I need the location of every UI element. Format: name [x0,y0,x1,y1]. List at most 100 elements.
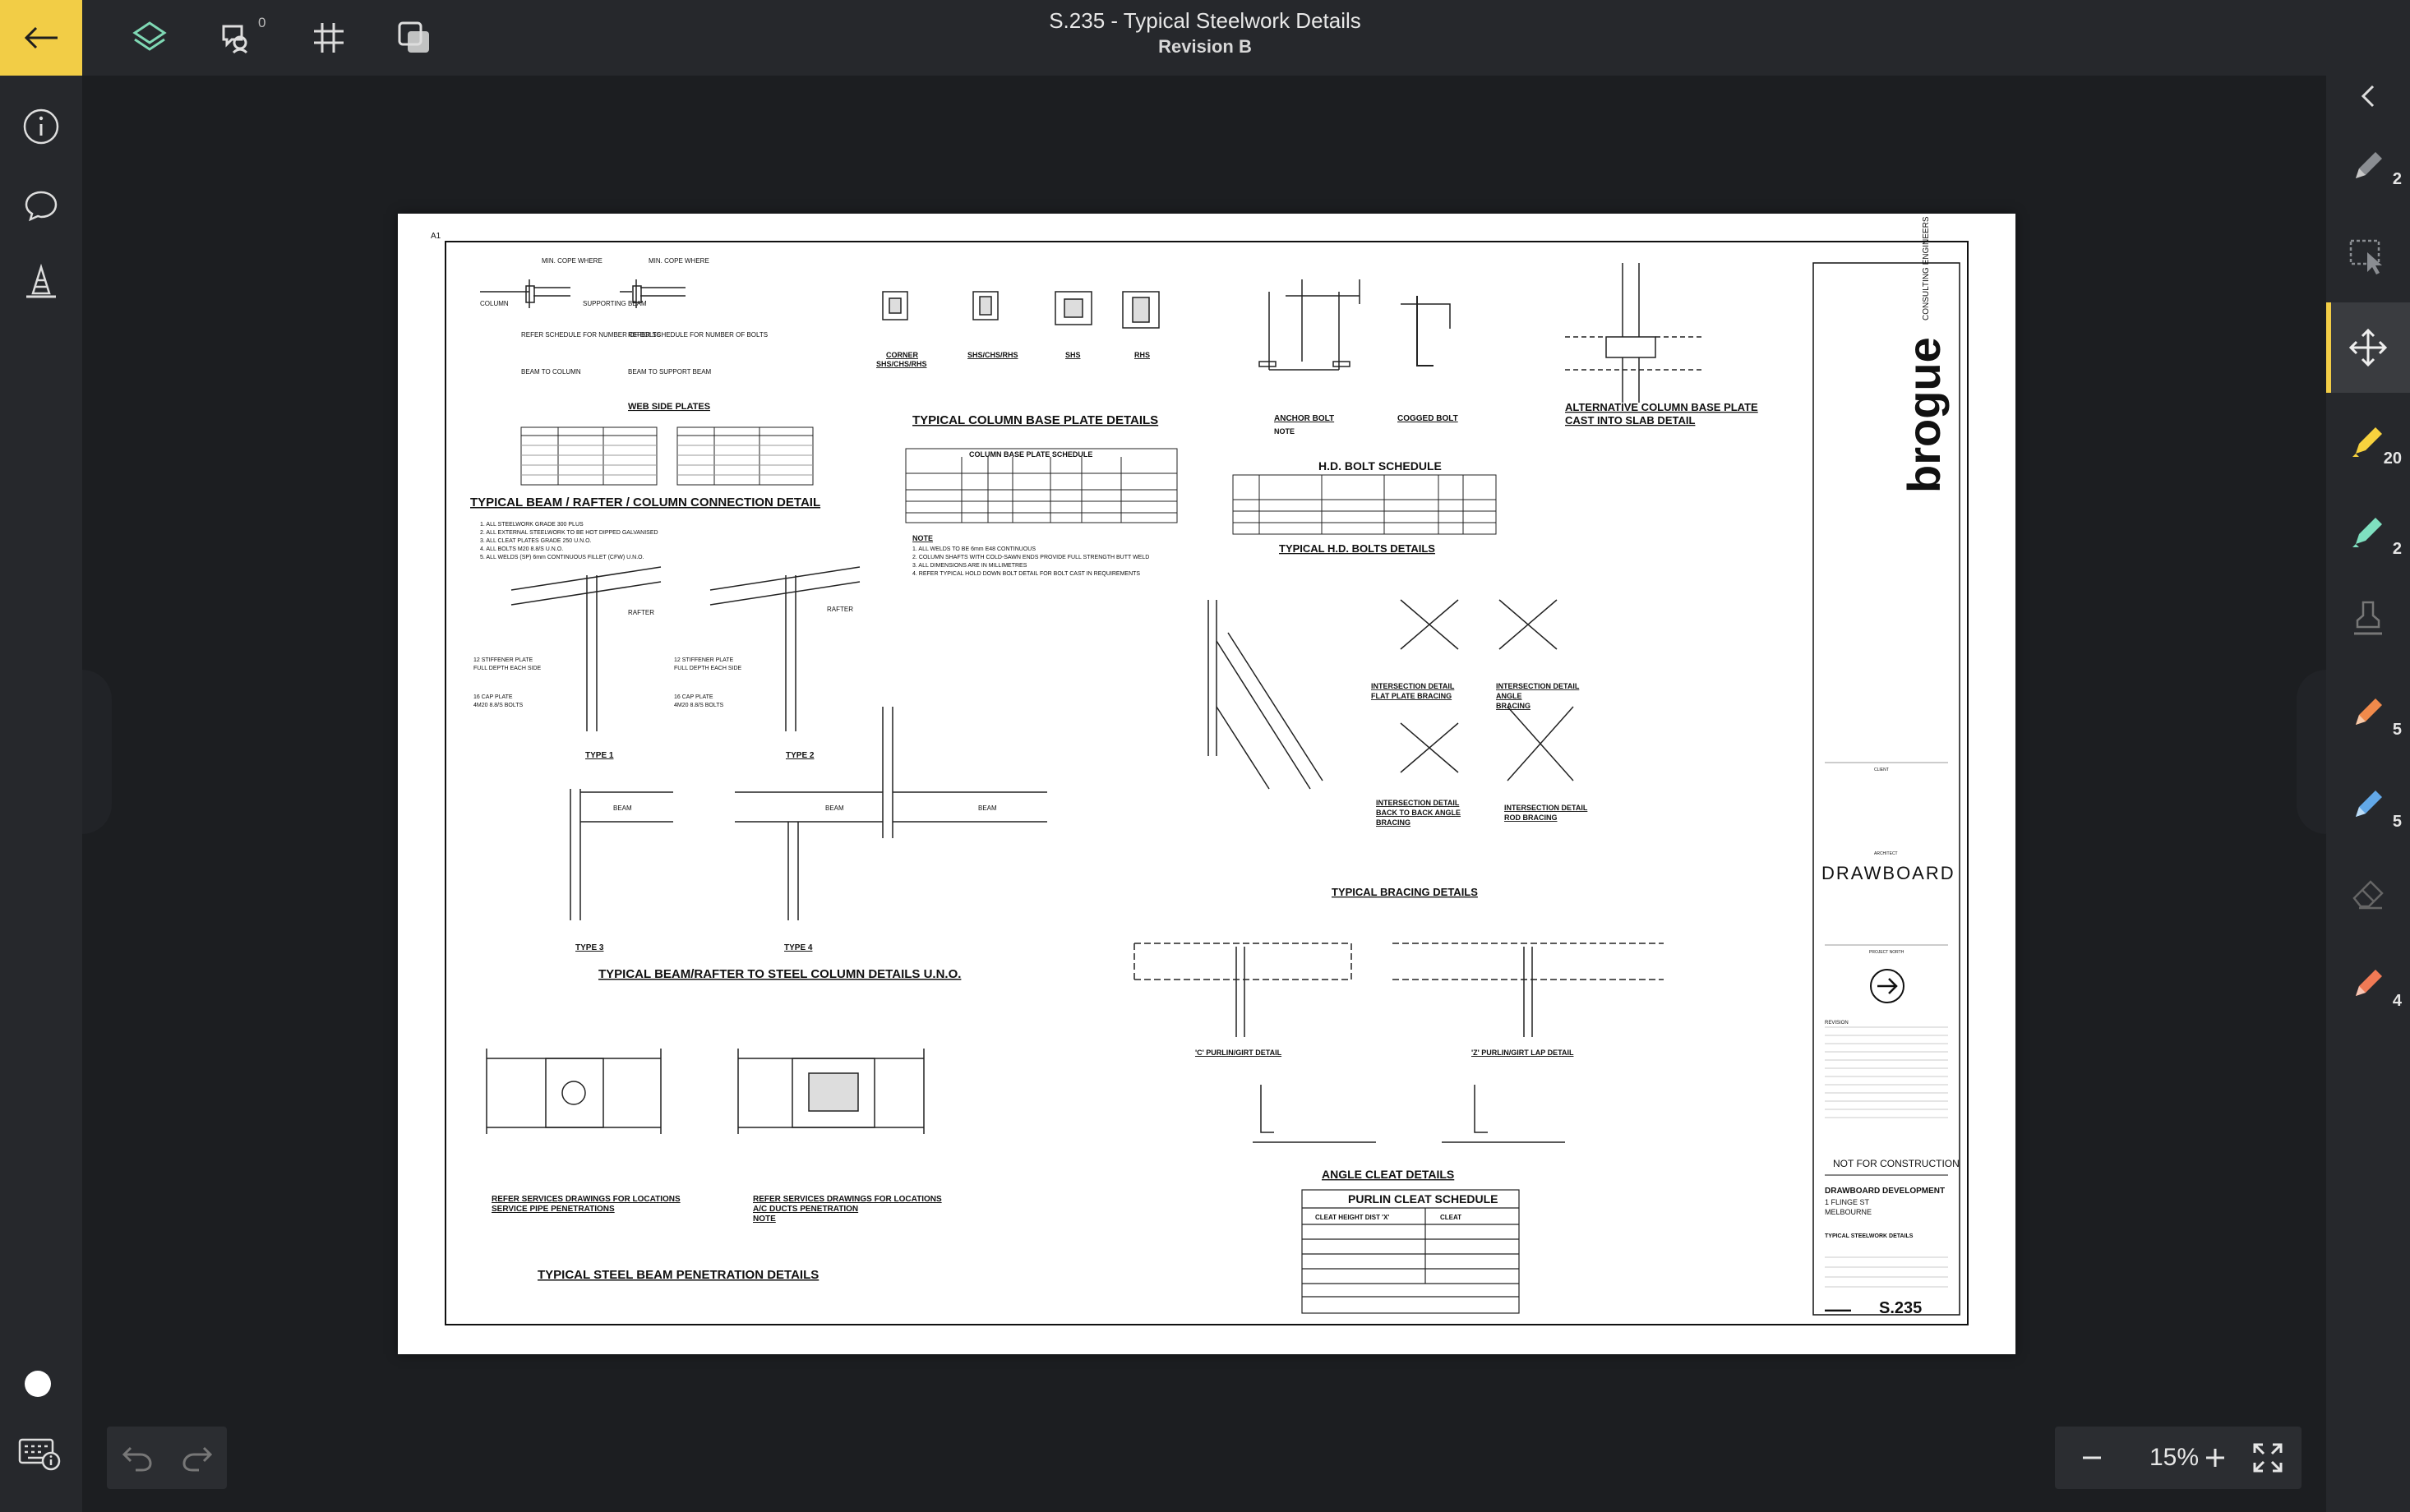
shs-label: SHS [1065,351,1081,359]
svg-text:FULL DEPTH EACH SIDE: FULL DEPTH EACH SIDE [473,666,542,671]
redo-button[interactable] [167,1427,227,1489]
base-note-label: NOTE [912,534,933,542]
corner-shs-label: SHS/CHS/RHS [876,360,927,368]
undo-redo-group [107,1427,227,1489]
beam-label-3: BEAM [978,804,997,812]
svg-text:BEAM TO COLUMN: BEAM TO COLUMN [521,368,581,376]
select-cursor-icon [2349,239,2382,274]
layers-icon [132,21,167,51]
highlighter-yellow-count: 20 [2383,449,2402,468]
architect-logo: DRAWBOARD [1821,863,1955,883]
highlighter-green-count: 2 [2392,540,2402,558]
beam-connection-title: TYPICAL BEAM / RAFTER / COLUMN CONNECTIO… [470,496,820,509]
traffic-cone-icon [26,264,56,298]
column-base-title: TYPICAL COLUMN BASE PLATE DETAILS [912,413,1158,427]
type2-label: TYPE 2 [786,751,815,760]
penetration-note: NOTE [753,1215,776,1224]
comments-icon [222,25,248,54]
back-button[interactable] [0,0,82,76]
keyboard-info-icon [18,1438,61,1471]
keyboard-shortcuts-button[interactable] [18,1436,62,1473]
chat-button[interactable] [16,181,66,230]
z-purlin-label: 'Z' PURLIN/GIRT LAP DETAIL [1471,1049,1574,1057]
svg-text:MIN. COPE WHERE: MIN. COPE WHERE [649,257,709,265]
revision-label: Revision B [1158,36,1252,57]
pen-icon [2356,698,2382,725]
undo-button[interactable] [107,1427,167,1489]
tool-pen-orange[interactable]: 5 [2326,667,2410,758]
svg-text:3. ALL CLEAT PLATES GRADE 250: 3. ALL CLEAT PLATES GRADE 250 U.N.O. [480,538,592,544]
tool-pen-blue[interactable]: 5 [2326,759,2410,850]
pen-dark-count: 2 [2392,170,2402,188]
int-angle-sub-2: BRACING [1496,702,1530,710]
tool-highlighter-green[interactable]: 2 [2326,486,2410,577]
client-label: CLIENT [1874,768,1889,772]
tool-select[interactable] [2326,215,2410,297]
int-flat-sub: FLAT PLATE BRACING [1371,692,1452,700]
issues-button[interactable] [16,258,66,307]
plus-icon [2206,1449,2224,1467]
move-arrows-icon [2348,328,2388,367]
svg-text:12 STIFFENER PLATE: 12 STIFFENER PLATE [674,657,734,663]
chevron-left-icon [2361,85,2375,108]
grid-button[interactable] [304,13,353,62]
chat-bubble-icon [25,191,58,222]
drawing-number: S.235 [1879,1299,1922,1317]
cleat-header: CLEAT [1440,1214,1461,1221]
type1-label: TYPE 1 [585,751,614,760]
beam-label-1: BEAM [613,804,632,812]
cogged-bolt-label: COGGED BOLT [1397,414,1458,423]
pen-icon [2356,152,2382,178]
svg-text:MIN. COPE WHERE: MIN. COPE WHERE [542,257,602,265]
zoom-out-button[interactable] [2063,1427,2121,1489]
tool-pan[interactable] [2326,302,2410,393]
alt-base-subtitle: CAST INTO SLAB DETAIL [1565,414,1695,426]
tool-pen-dark[interactable]: 2 [2326,125,2410,207]
svg-text:4M20 8.8/S BOLTS: 4M20 8.8/S BOLTS [473,703,524,708]
expand-icon [2253,1443,2283,1473]
duct-pen-label: REFER SERVICES DRAWINGS FOR LOCATIONS [753,1195,942,1204]
comment-count: 0 [258,15,266,30]
anchor-bolt-label: ANCHOR BOLT [1274,414,1334,423]
tool-eraser[interactable] [2326,851,2410,933]
compare-button[interactable] [390,13,439,62]
duct-pen-sub: A/C DUCTS PENETRATION [753,1205,858,1214]
hd-note-label: NOTE [1274,427,1295,436]
undo-icon [122,1446,152,1472]
pipe-pen-sub: SERVICE PIPE PENETRATIONS [492,1205,615,1214]
collapse-toolbar-button[interactable] [2326,76,2410,117]
int-back-sub: BACK TO BACK ANGLE [1376,809,1461,817]
penetration-title: TYPICAL STEEL BEAM PENETRATION DETAILS [538,1268,819,1282]
int-rod-sub: ROD BRACING [1504,814,1558,822]
comments-button[interactable]: 0 [212,13,265,62]
beam-to-column-title: TYPICAL BEAM/RAFTER TO STEEL COLUMN DETA… [598,967,961,981]
tool-highlighter-yellow[interactable]: 20 [2326,396,2410,486]
alt-base-title: ALTERNATIVE COLUMN BASE PLATE [1565,401,1758,413]
info-icon [23,108,59,145]
layers-button[interactable] [125,13,174,62]
fit-to-screen-button[interactable] [2239,1427,2297,1489]
svg-text:16 CAP PLATE: 16 CAP PLATE [473,694,513,700]
zoom-in-button[interactable] [2186,1427,2244,1489]
right-panel-handle[interactable] [2297,670,2326,834]
tool-pen-red[interactable]: 4 [2326,938,2410,1029]
svg-text:4M20 8.8/S BOLTS: 4M20 8.8/S BOLTS [674,703,724,708]
beam-label-2: BEAM [825,804,844,812]
svg-text:1. ALL STEELWORK GRADE 300 PLU: 1. ALL STEELWORK GRADE 300 PLUS [480,522,584,528]
svg-text:FULL DEPTH EACH SIDE: FULL DEPTH EACH SIDE [674,666,742,671]
highlighter-icon [2352,427,2382,457]
left-panel-handle[interactable] [82,670,112,834]
svg-text:16 CAP PLATE: 16 CAP PLATE [674,694,713,700]
info-button[interactable] [16,102,66,151]
document-name: S.235 - Typical Steelwork Details [1049,8,1361,33]
web-side-plates-title: WEB SIDE PLATES [628,402,710,412]
color-indicator[interactable] [25,1371,51,1397]
zoom-controls: 15% [2055,1427,2302,1489]
type4-label: TYPE 4 [784,943,813,952]
north-arrow-icon [1870,969,1904,1003]
svg-text:2. COLUMN SHAFTS WITH COLD-SAW: 2. COLUMN SHAFTS WITH COLD-SAWN ENDS PRO… [912,555,1149,560]
tool-stamp[interactable] [2326,577,2410,659]
hd-schedule-title: H.D. BOLT SCHEDULE [1318,459,1442,472]
svg-text:1. ALL WELDS TO BE 6mm E48 CON: 1. ALL WELDS TO BE 6mm E48 CONTINUOUS [912,546,1036,552]
